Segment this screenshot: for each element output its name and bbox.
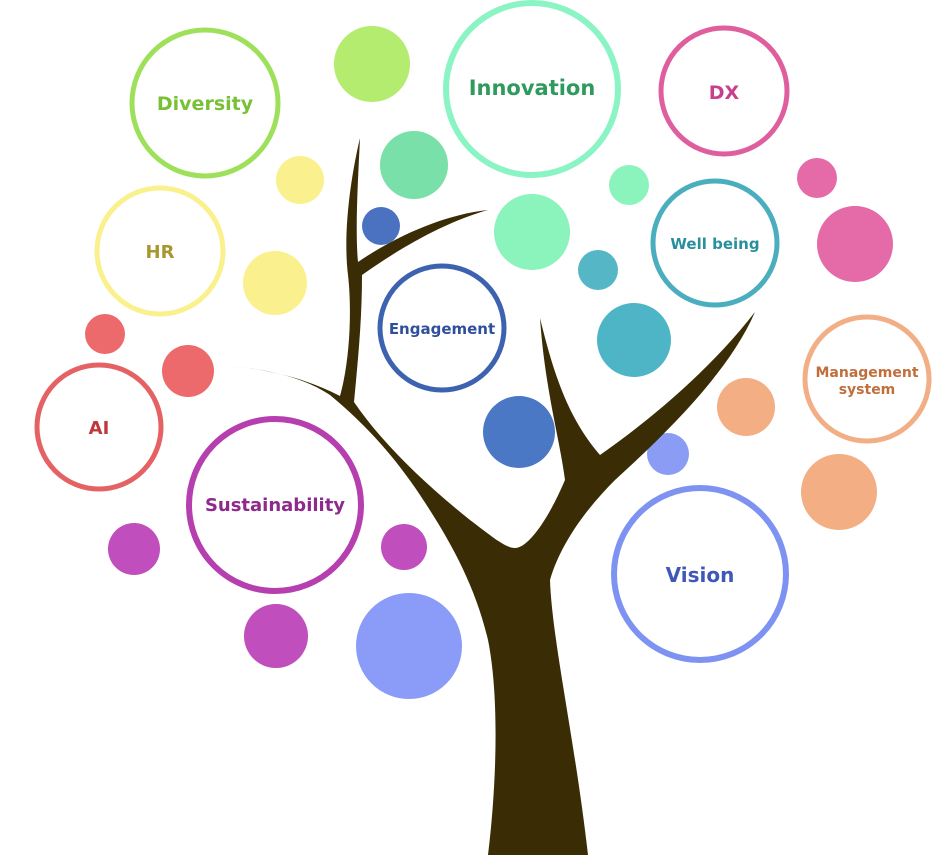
dot-blue-mid [483,396,555,468]
sustainability-label: Sustainability [205,495,345,516]
dot-green-top [334,26,410,102]
dot-purple-3 [244,604,308,668]
concept-vision: Vision [611,485,789,663]
innovation-label: Innovation [469,76,596,100]
ai-ring [34,362,164,492]
dot-teal-small [578,250,618,290]
concept-dx: DX [658,25,790,157]
tree-trunk [222,138,755,855]
dot-purple-1 [108,523,160,575]
hr-ring [94,185,226,317]
dot-orange-1 [717,378,775,436]
dot-periwinkle-large [356,593,462,699]
innovation-ring [443,0,621,178]
engagement-label: Engagement [389,320,495,338]
management-label-line2: system [839,382,896,398]
concept-hr: HR [94,185,226,317]
concept-management-system: Management system [802,314,932,444]
dx-ring [658,25,790,157]
wellbeing-label: Well being [670,235,759,253]
management-ring [802,314,932,444]
dot-yellow-1 [276,156,324,204]
concept-wellbeing: Well being [650,178,780,308]
concept-innovation: Innovation [443,0,621,178]
diversity-label: Diversity [157,93,254,115]
decorative-dots [85,26,893,699]
engagement-ring [377,263,507,393]
dot-mint-2 [494,194,570,270]
concept-sustainability: Sustainability [186,416,364,594]
concept-diversity: Diversity [129,27,281,179]
diversity-ring [129,27,281,179]
dx-label: DX [709,82,740,104]
dot-pink-small [797,158,837,198]
dot-purple-2 [381,524,427,570]
management-label-line1: Management [815,365,918,381]
dot-red-1 [85,314,125,354]
dot-teal-large [597,303,671,377]
sustainability-ring [186,416,364,594]
concept-engagement: Engagement [377,263,507,393]
dot-pink-large [817,206,893,282]
dot-periwinkle-small [647,433,689,475]
hr-label: HR [146,242,175,263]
dot-red-2 [162,345,214,397]
vision-ring [611,485,789,663]
wellbeing-ring [650,178,780,308]
ai-label: AI [89,418,110,439]
dot-yellow-2 [243,251,307,315]
dot-blue-small [362,207,400,245]
concept-ai: AI [34,362,164,492]
dot-mint-1 [380,131,448,199]
vision-label: Vision [666,563,735,587]
dot-mint-3 [609,165,649,205]
dot-orange-2 [801,454,877,530]
